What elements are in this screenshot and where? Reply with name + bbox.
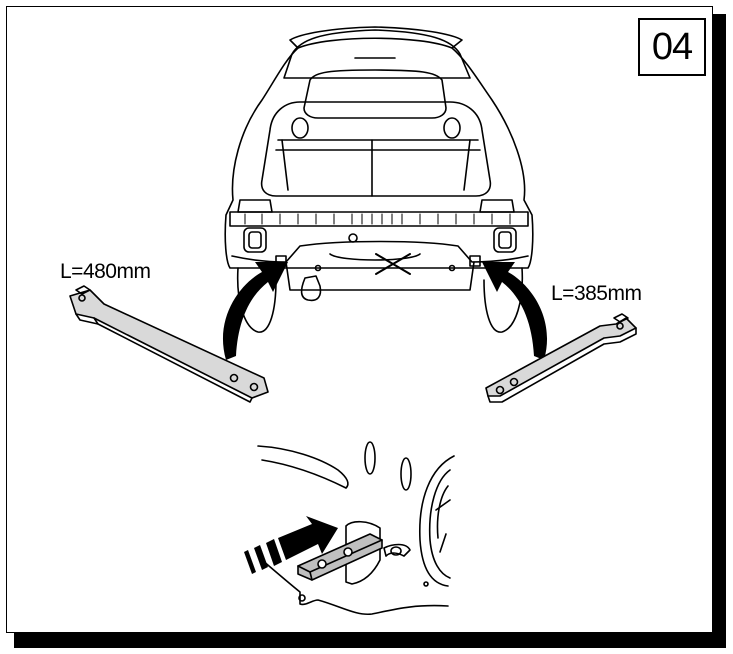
curved-arrow-icon bbox=[482, 262, 548, 360]
bracket-icon bbox=[485, 313, 637, 403]
left-bracket-length-label: L=480mm bbox=[60, 260, 151, 283]
step-number-badge: 04 bbox=[638, 18, 706, 76]
right-bracket-length-label: L=385mm bbox=[551, 282, 642, 305]
car-rear-view-icon bbox=[224, 26, 534, 333]
bracket-icon bbox=[69, 285, 269, 403]
curved-arrow-icon bbox=[222, 262, 288, 360]
insertion-arrow-icon bbox=[244, 516, 338, 574]
detail-view bbox=[244, 441, 455, 616]
